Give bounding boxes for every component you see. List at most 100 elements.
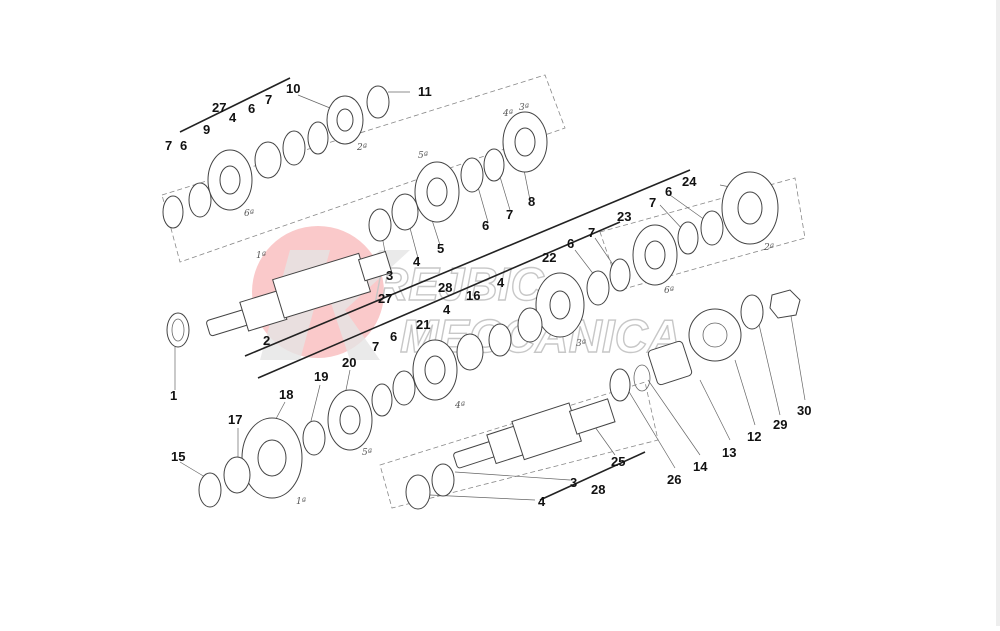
gear-label: 6ª: [244, 209, 254, 219]
gear-label: 5ª: [418, 151, 428, 161]
gear-label: 2ª: [763, 243, 774, 253]
bearing-16: [517, 307, 543, 343]
callout-6: 6: [482, 218, 489, 233]
washer-6d: [700, 210, 724, 246]
sprocket-12: [688, 308, 742, 362]
input-shaft-group: [162, 85, 548, 348]
washer-6f: [392, 370, 416, 406]
gear-label: 6ª: [664, 286, 674, 296]
washer-19: [302, 420, 326, 456]
callout-6: 6: [180, 138, 187, 153]
gear-designations: 1ª 2ª 3ª 4ª 5ª 4ª 3ª 6ª 6ª 2ª 1ª 5ª: [244, 103, 774, 507]
callout-26: 26: [667, 472, 681, 487]
part-callouts: 27 6 7 10 11 7 6 9 4 8 7 6 5 4 3 27 2 1 …: [165, 81, 811, 509]
leader-lines: [174, 91, 806, 501]
callout-22: 22: [542, 250, 556, 265]
callout-16: 16: [466, 288, 480, 303]
washer-3: [431, 463, 455, 497]
callout-23: 23: [617, 209, 631, 224]
circlip-7d: [677, 221, 699, 255]
callout-11: 11: [418, 84, 432, 99]
callout-4: 4: [538, 494, 546, 509]
callout-7: 7: [165, 138, 172, 153]
callout-9: 9: [203, 122, 210, 137]
axis-bar-input: [244, 169, 691, 357]
output-shaft-group: [405, 289, 801, 510]
axis-bars: [179, 77, 691, 501]
callout-6: 6: [567, 236, 574, 251]
callout-1: 1: [170, 388, 177, 403]
callout-3: 3: [570, 475, 577, 490]
input-shaft: [206, 250, 393, 337]
axis-bar-top: [179, 77, 291, 133]
callout-6: 6: [248, 101, 255, 116]
washer-26: [609, 368, 631, 402]
callout-18: 18: [279, 387, 293, 402]
upper-assembly-outline: [161, 74, 566, 263]
washer-6-top: [188, 182, 212, 218]
callout-7: 7: [372, 339, 379, 354]
callout-27: 27: [212, 100, 226, 115]
callout-19: 19: [314, 369, 328, 384]
bearing-4b: [391, 193, 419, 231]
circlip-7b: [307, 121, 329, 155]
page-scrollbar[interactable]: [996, 0, 1000, 626]
callout-5: 5: [437, 241, 444, 256]
axis-bar-lower: [539, 451, 646, 501]
watermark-logo-k-arm: [330, 250, 410, 360]
washer-6c: [460, 157, 484, 193]
gear-label: 5ª: [362, 448, 372, 458]
washer-6b: [282, 130, 306, 166]
callout-6: 6: [390, 329, 397, 344]
gear-label: 2ª: [356, 143, 367, 153]
callout-14: 14: [693, 459, 708, 474]
callout-4: 4: [497, 275, 505, 290]
callout-30: 30: [797, 403, 811, 418]
circlip-7-top: [162, 195, 184, 229]
gear-label: 3ª: [519, 103, 529, 113]
washer-15: [198, 472, 222, 508]
nut-30: [769, 289, 801, 319]
callout-8: 8: [528, 194, 535, 209]
spacer-13: [647, 340, 693, 386]
washer-29: [740, 294, 764, 330]
callout-12: 12: [747, 429, 761, 444]
callout-4: 4: [443, 302, 451, 317]
washer-1: [166, 312, 190, 348]
callout-25: 25: [611, 454, 625, 469]
callout-24: 24: [682, 174, 697, 189]
washer-11: [366, 85, 390, 119]
output-shaft: [453, 398, 616, 469]
callout-27: 27: [378, 291, 392, 306]
axis-bar-output: [257, 221, 621, 379]
callout-13: 13: [722, 445, 736, 460]
callout-17: 17: [228, 412, 242, 427]
output-upper-group: [198, 171, 779, 508]
washer-6e: [586, 270, 610, 306]
callout-20: 20: [342, 355, 356, 370]
washer-28: [488, 323, 512, 357]
callout-3: 3: [386, 268, 393, 283]
callout-10: 10: [286, 81, 300, 96]
gear-label: 4ª: [454, 401, 465, 411]
callout-7: 7: [506, 207, 513, 222]
callout-15: 15: [171, 449, 185, 464]
gear-label: 1ª: [296, 497, 306, 507]
callout-7: 7: [588, 225, 595, 240]
bearing-4-top: [254, 141, 282, 179]
callout-21: 21: [416, 317, 430, 332]
callout-28: 28: [438, 280, 452, 295]
callout-4: 4: [229, 110, 237, 125]
callout-29: 29: [773, 417, 787, 432]
gear-label: 1ª: [256, 251, 266, 261]
bearing-17: [223, 456, 251, 494]
gear-label: 3ª: [576, 339, 586, 349]
bearing-4e: [405, 474, 431, 510]
callout-6: 6: [665, 184, 672, 199]
washer-27: [368, 208, 392, 242]
callout-28: 28: [591, 482, 605, 497]
callout-7: 7: [265, 92, 272, 107]
circlip-7e: [609, 258, 631, 292]
circlip-14: [633, 364, 651, 392]
